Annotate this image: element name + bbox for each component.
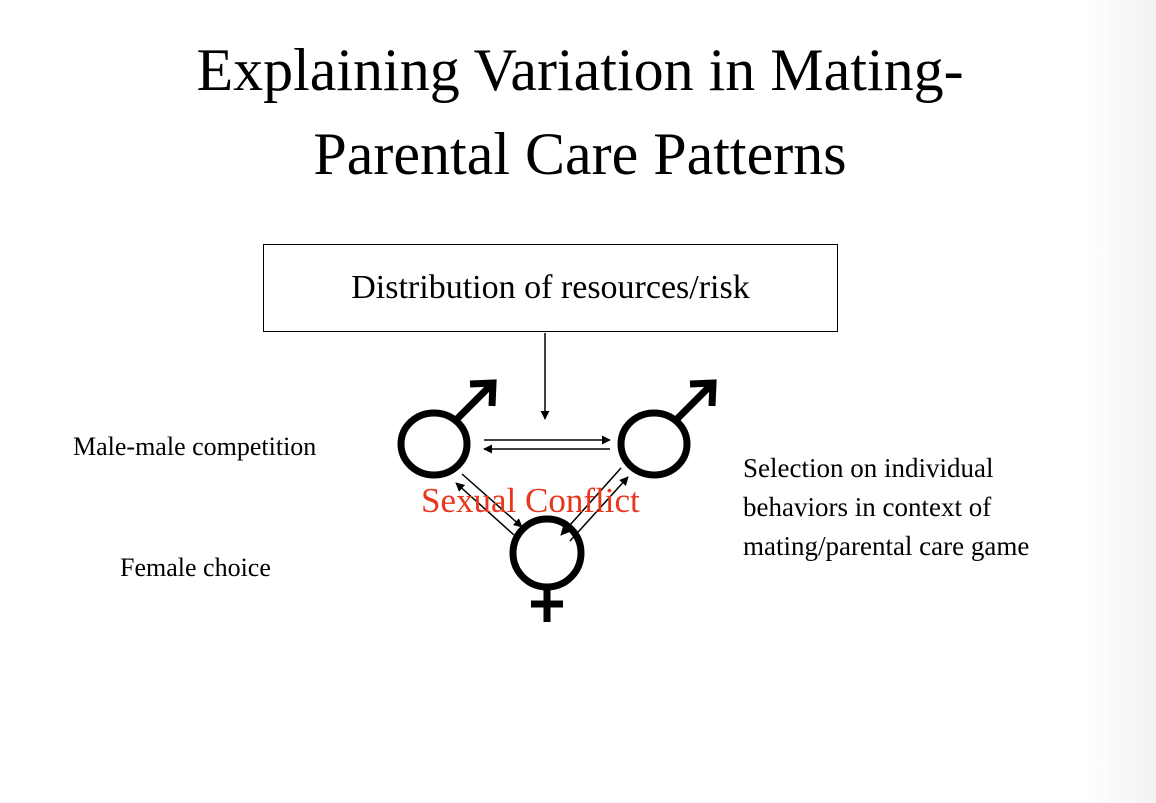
selection-label: Selection on individual behaviors in con… (743, 449, 1029, 566)
left-male-female-arrow-a (461, 473, 523, 528)
right-male-female-arrow-b (569, 476, 629, 542)
selection-line-2: behaviors in context of (743, 492, 992, 522)
right-male-female-arrow-a (560, 467, 622, 536)
female-symbol-icon (509, 515, 585, 622)
sexual-conflict-label: Sexual Conflict (421, 481, 640, 520)
left-male-female-arrow-b (455, 482, 515, 536)
slide-edge-shading (1086, 0, 1156, 803)
resources-box-text: Distribution of resources/risk (351, 269, 750, 306)
male-symbol-left-icon (397, 379, 497, 479)
selection-line-3: mating/parental care game (743, 531, 1030, 561)
selection-line-1: Selection on individual (743, 453, 994, 483)
title-line-2: Parental Care Patterns (313, 121, 847, 187)
male-symbol-right-icon (617, 379, 717, 479)
title-line-1: Explaining Variation in Mating- (196, 37, 964, 103)
female-choice-label: Female choice (120, 553, 271, 582)
male-competition-label: Male-male competition (73, 432, 317, 461)
slide-title: Explaining Variation in Mating- Parental… (80, 28, 1080, 196)
resources-box: Distribution of resources/risk (263, 244, 838, 332)
